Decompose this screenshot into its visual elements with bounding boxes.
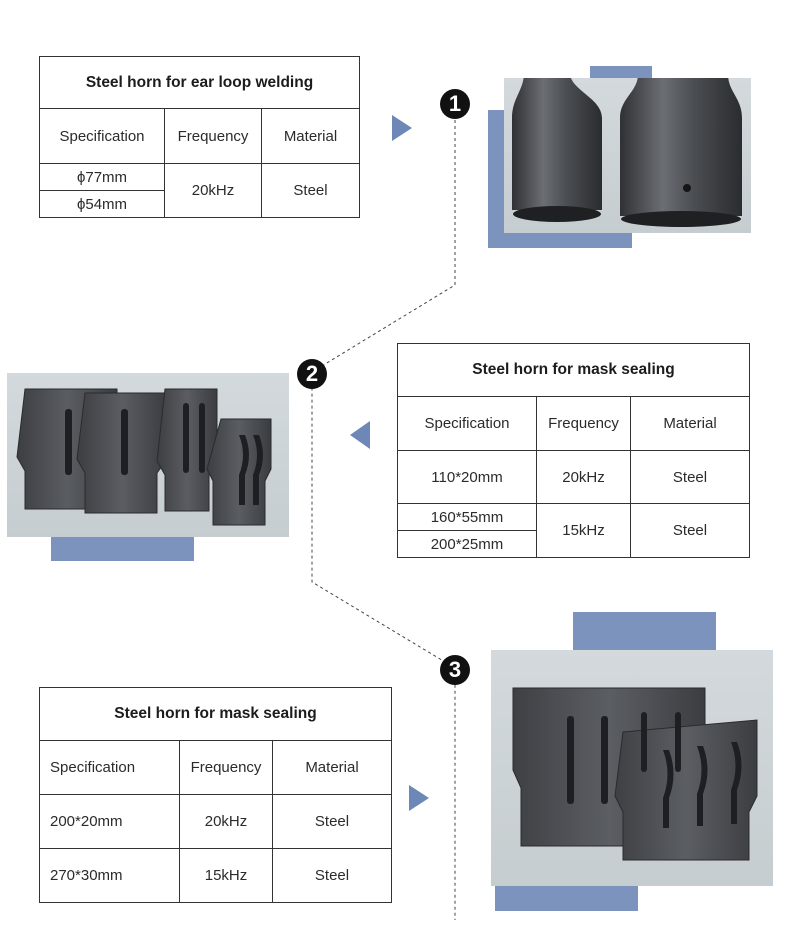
decor-block [590,66,652,80]
cell-specification: 110*20mm [397,450,537,504]
table-title: Steel horn for mask sealing [39,687,392,741]
decor-block [51,537,194,561]
step-badge-1: 1 [440,89,470,119]
product-photo-slotted-horns [7,373,289,537]
cell-frequency: 20kHz [164,163,262,218]
cell-specification: 160*55mm [397,503,537,531]
cell-frequency: 20kHz [179,794,273,849]
header-material: Material [630,396,750,451]
spec-table-ear-loop: Steel horn for ear loop welding Specific… [39,56,360,218]
cell-material: Steel [261,163,360,218]
product-photo-cylindrical-horns [504,40,751,233]
spec-table-mask-sealing-2: Steel horn for mask sealing Specificatio… [39,687,392,903]
cell-specification: ϕ77mm [39,163,165,191]
header-material: Material [261,108,360,164]
cell-frequency: 15kHz [536,503,631,558]
table-title: Steel horn for mask sealing [397,343,750,397]
wide-slotted-horn-icon [512,687,758,861]
product-photo-wide-slotted-horns [491,650,773,886]
step-badge-2: 2 [297,359,327,389]
decor-block [495,885,638,911]
header-frequency: Frequency [164,108,262,164]
arrow-right-icon [409,785,429,811]
table-title: Steel horn for ear loop welding [39,56,360,109]
decor-block [573,612,716,650]
cylindrical-steel-horn-icon [512,40,742,227]
cell-specification: 200*20mm [39,794,180,849]
spec-table-mask-sealing-1: Steel horn for mask sealing Specificatio… [397,343,750,558]
step-badge-3: 3 [440,655,470,685]
header-frequency: Frequency [179,740,273,795]
arrow-right-icon [392,115,412,141]
cell-material: Steel [272,794,392,849]
cell-specification: ϕ54mm [39,190,165,218]
cell-specification: 200*25mm [397,530,537,558]
header-specification: Specification [39,740,180,795]
header-specification: Specification [397,396,537,451]
header-material: Material [272,740,392,795]
header-frequency: Frequency [536,396,631,451]
header-specification: Specification [39,108,165,164]
cell-material: Steel [630,450,750,504]
cell-specification: 270*30mm [39,848,180,903]
slotted-block-horn-icon [16,388,272,526]
arrow-left-icon [350,421,370,449]
cell-frequency: 20kHz [536,450,631,504]
cell-frequency: 15kHz [179,848,273,903]
cell-material: Steel [630,503,750,558]
cell-material: Steel [272,848,392,903]
